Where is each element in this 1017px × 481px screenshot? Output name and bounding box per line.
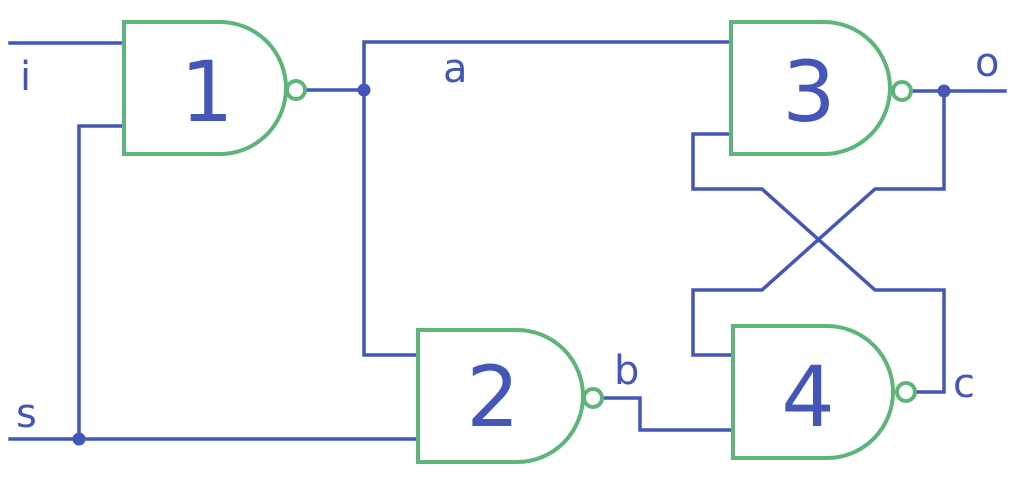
- gate-4-bubble: [895, 381, 917, 403]
- signal-label-a: a: [443, 46, 468, 92]
- wire-b: [603, 396, 735, 432]
- wire-o-feedback: [691, 89, 946, 357]
- wire-a: [362, 40, 733, 92]
- gate-4-body: [731, 324, 895, 460]
- wire-a-to-gate2: [362, 88, 420, 357]
- gate-2-label: 2: [466, 348, 519, 446]
- signal-label-c: c: [953, 361, 975, 407]
- gate-3-label: 3: [782, 43, 835, 141]
- nand-gate-2: 2: [416, 328, 604, 464]
- gate-1-bubble: [285, 79, 307, 101]
- gate-1-label: 1: [180, 43, 233, 141]
- nand-gate-1: 1: [122, 20, 307, 156]
- gate-4-label: 4: [781, 348, 834, 446]
- gate-2-bubble: [582, 387, 604, 409]
- nand-gate-3: 3: [729, 20, 913, 156]
- wire-c-feedback: [691, 132, 946, 394]
- junction-o-dot: [937, 84, 951, 98]
- gate-3-bubble: [891, 80, 913, 102]
- nand-gate-4: 4: [731, 324, 917, 460]
- junction-s-dot: [72, 432, 86, 446]
- signal-label-i: i: [20, 54, 31, 100]
- gate-3-body: [729, 20, 892, 156]
- signal-label-b: b: [614, 348, 639, 394]
- junction-a-dot: [357, 83, 371, 97]
- wire-s-to-gate1: [77, 124, 126, 441]
- signal-label-s: s: [16, 391, 37, 437]
- signal-label-o: o: [975, 40, 999, 86]
